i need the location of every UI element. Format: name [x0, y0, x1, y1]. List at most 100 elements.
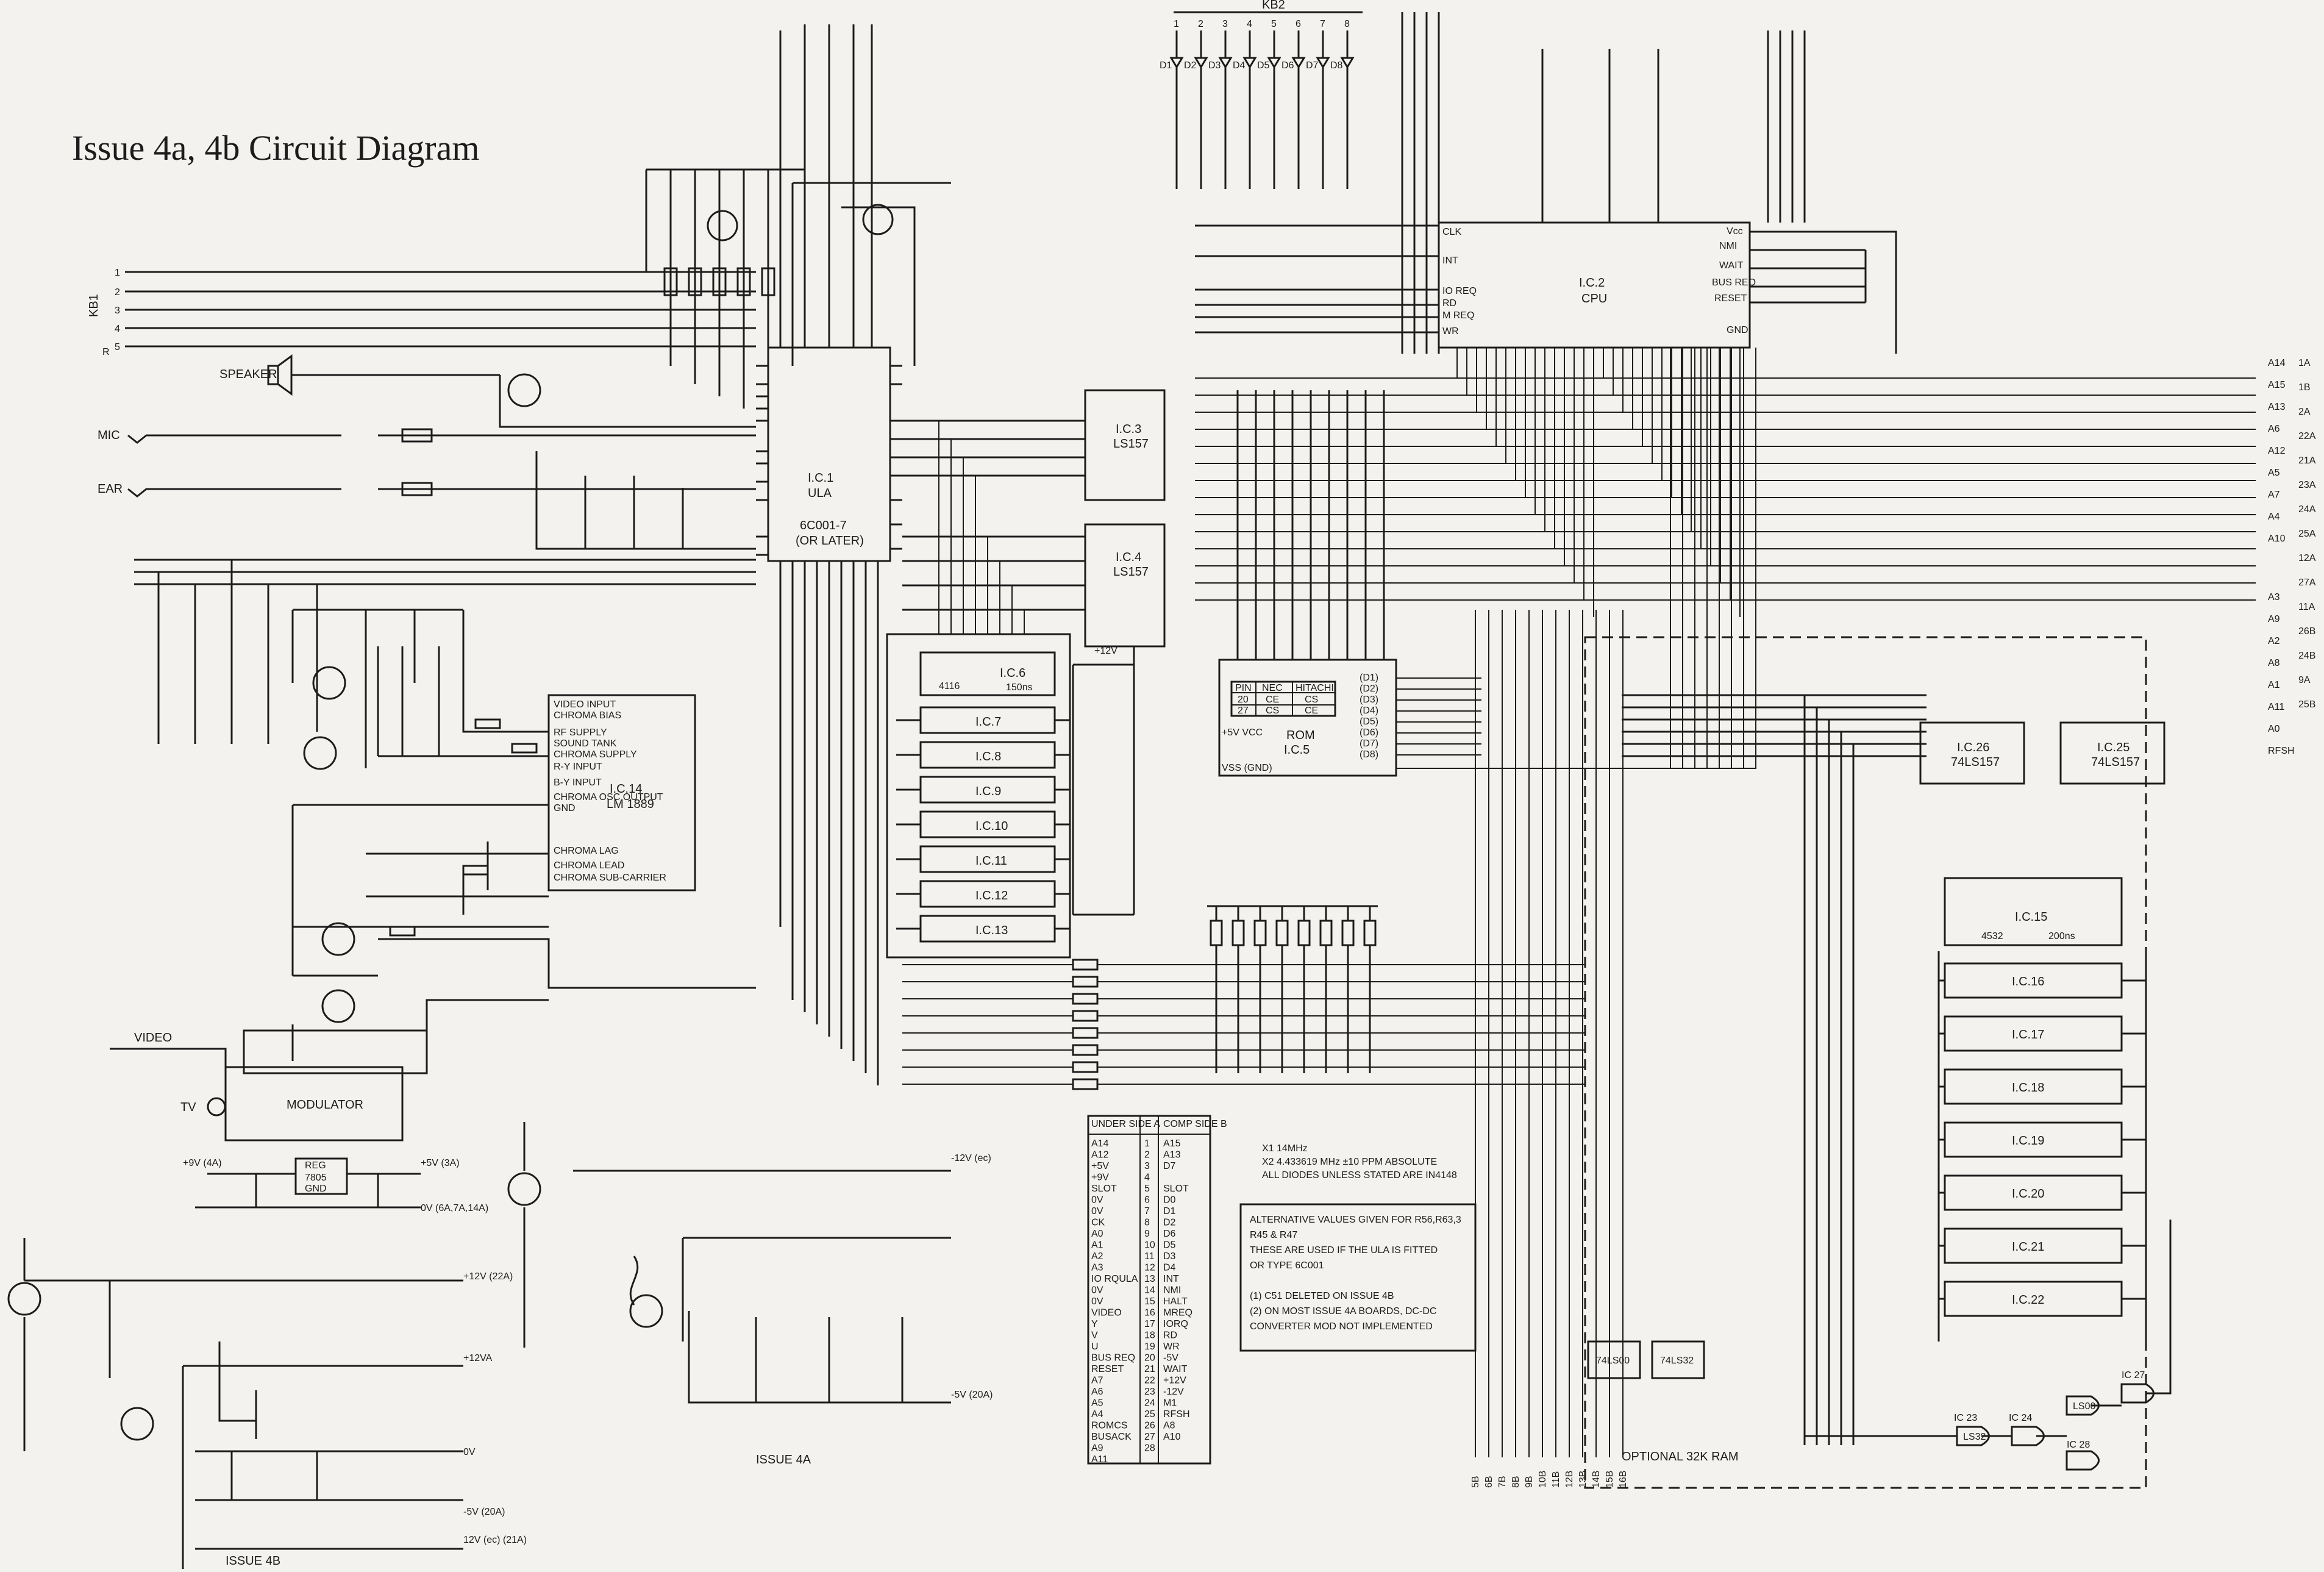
lower-ram-blocks: I.C.7I.C.8I.C.9I.C.10I.C.11I.C.12I.C.13: [896, 706, 1070, 943]
addr-right-label: A1: [2268, 680, 2280, 690]
kb2-diode-icon: [1218, 30, 1233, 189]
data-bus-line: [1396, 348, 1683, 769]
edge-row-a: A9: [1091, 1443, 1103, 1454]
edge-row-b: NMI: [1163, 1285, 1181, 1296]
edge-right-label: 21A: [2298, 456, 2316, 466]
edge-row-num: 26: [1144, 1421, 1155, 1431]
edge-row-a: CK: [1091, 1218, 1105, 1228]
edge-right-label: 23A: [2298, 480, 2316, 490]
ic14-pin-video-input: VIDEO INPUT: [554, 699, 616, 710]
edge-row-b: D3: [1163, 1251, 1176, 1262]
speaker-label: SPEAKER: [219, 368, 277, 381]
edge-right-label: 25B: [2298, 699, 2315, 710]
rbank-resistor: [1341, 920, 1355, 946]
edge-row-a: RESET: [1091, 1364, 1124, 1374]
addr-right-label: A14: [2268, 358, 2286, 368]
ic23-label: IC 23: [1954, 1413, 1977, 1423]
edge-row-b: D4: [1163, 1263, 1176, 1273]
power-0v-4b: 0V: [463, 1447, 476, 1457]
cpu-pin-clk: CLK: [1442, 227, 1461, 237]
edge-row-b: -12V: [1163, 1387, 1184, 1397]
rbank: [1210, 906, 1377, 1073]
edge-row-num: 9: [1144, 1229, 1150, 1239]
ula-label-1: I.C.1: [808, 471, 833, 485]
lower-ram-label: I.C.10: [975, 820, 1008, 833]
bottom-pin-label: 14B: [1591, 1471, 1602, 1488]
bottom-pin-label: 9B: [1524, 1476, 1534, 1488]
edge-row-a: A1: [1091, 1240, 1103, 1251]
edge-row-num: 5: [1144, 1184, 1150, 1194]
lower-ram-label: I.C.8: [975, 750, 1001, 763]
kb2-diode-label: D3: [1208, 60, 1221, 71]
cpu-pin-ioreq: IO REQ: [1442, 286, 1477, 296]
cpu-pin-busreq: BUS REQ: [1712, 277, 1756, 288]
notes-box-line: THESE ARE USED IF THE ULA IS FITTED: [1250, 1245, 1438, 1256]
kb1-pin-4: 4: [115, 324, 120, 334]
ic14-pin-chroma-lag: CHROMA LAG: [554, 846, 619, 856]
edge-right-label: 22A: [2298, 431, 2316, 441]
edge-row-a: A14: [1091, 1138, 1109, 1149]
addr-right-label: A3: [2268, 592, 2280, 602]
edge-row-a: 0V: [1091, 1285, 1103, 1296]
edge-row-num: 14: [1144, 1285, 1155, 1296]
ic14-pin-chroma-osc: CHROMA OSC OUTPUT: [554, 792, 663, 802]
edge-row-b: D2: [1163, 1218, 1176, 1228]
addr-right-label: RFSH: [2268, 746, 2295, 756]
chip-74ls00-label: 74LS00: [1596, 1356, 1630, 1366]
ram-supply-12v: +12V: [1094, 646, 1117, 656]
ic3-label-2: LS157: [1113, 437, 1149, 451]
notes-box-lines: ALTERNATIVE VALUES GIVEN FOR R56,R63,3R4…: [1250, 1215, 1461, 1332]
kb2-diode-label: D5: [1257, 60, 1270, 71]
edge-row-num: 22: [1144, 1376, 1155, 1386]
edge-row-num: 7: [1144, 1206, 1150, 1217]
ic14-pin-chroma-supply: CHROMA SUPPLY: [554, 749, 637, 760]
cpu-label-1: I.C.2: [1579, 276, 1605, 290]
upper-ram-label: I.C.22: [2012, 1293, 2044, 1307]
rom-outputs: (D1)(D2)(D3)(D4)(D5)(D6)(D7)(D8): [1360, 673, 1481, 760]
addr-right-label: A9: [2268, 614, 2280, 624]
data-bus-resistor: [1072, 1061, 1099, 1073]
ula-label-4: (OR LATER): [796, 534, 864, 548]
edge-row-a: U: [1091, 1342, 1099, 1352]
kb2-pin: 4: [1247, 19, 1252, 29]
edge-row-b: WAIT: [1163, 1364, 1188, 1374]
lower-ram-label: I.C.11: [975, 854, 1007, 868]
optional-ram-label: OPTIONAL 32K RAM: [1622, 1450, 1739, 1463]
edge-row-num: 16: [1144, 1308, 1155, 1318]
edge-row-b: D0: [1163, 1195, 1176, 1206]
edge-row-num: 18: [1144, 1331, 1155, 1341]
edge-right-label: 2A: [2298, 407, 2311, 417]
modulator-box: [224, 1066, 404, 1141]
addr-right-label: A8: [2268, 658, 2280, 668]
cpu-pin-wait: WAIT: [1719, 260, 1744, 271]
edge-row-num: 8: [1144, 1218, 1150, 1228]
notes-section: X1 14MHz X2 4.433619 MHz ±10 PPM ABSOLUT…: [1239, 1143, 1477, 1352]
rom-vcc: +5V VCC: [1222, 727, 1263, 738]
reg-input-9v: +9V (4A): [183, 1158, 222, 1168]
bottom-pin-label: 5B: [1470, 1476, 1481, 1488]
notes-box-line: (1) C51 DELETED ON ISSUE 4B: [1250, 1291, 1394, 1301]
kb2-diode-label: D8: [1330, 60, 1343, 71]
rom-table-r1-nec: CE: [1266, 695, 1279, 705]
video-output: VIDEO MODULATOR TV: [110, 1031, 404, 1141]
mic-label: MIC: [98, 429, 120, 442]
kb2-diode-icon: [1242, 30, 1257, 189]
issue-4a-label: ISSUE 4A: [756, 1453, 811, 1467]
ic15-body: [1944, 877, 2123, 946]
upper-ram-label: I.C.16: [2012, 975, 2044, 988]
rom-output-label: (D3): [1360, 695, 1378, 705]
edge-right-label: 24B: [2298, 651, 2315, 661]
rom-output-label: (D5): [1360, 716, 1378, 727]
rom-table-r1-hit: CS: [1305, 695, 1318, 705]
edge-row-num: 25: [1144, 1409, 1155, 1420]
modulator-label: MODULATOR: [287, 1098, 363, 1112]
edge-row-b: WR: [1163, 1342, 1180, 1352]
cpu-pin-wr: WR: [1442, 326, 1459, 337]
edge-row-a: A12: [1091, 1150, 1109, 1160]
edge-right-label: 25A: [2298, 529, 2316, 539]
data-bus-line: [1396, 348, 1756, 769]
kb-resistor-bank: [645, 168, 951, 421]
kb2-pin: 1: [1174, 19, 1179, 29]
ic15-part: 4532: [1981, 931, 2003, 941]
